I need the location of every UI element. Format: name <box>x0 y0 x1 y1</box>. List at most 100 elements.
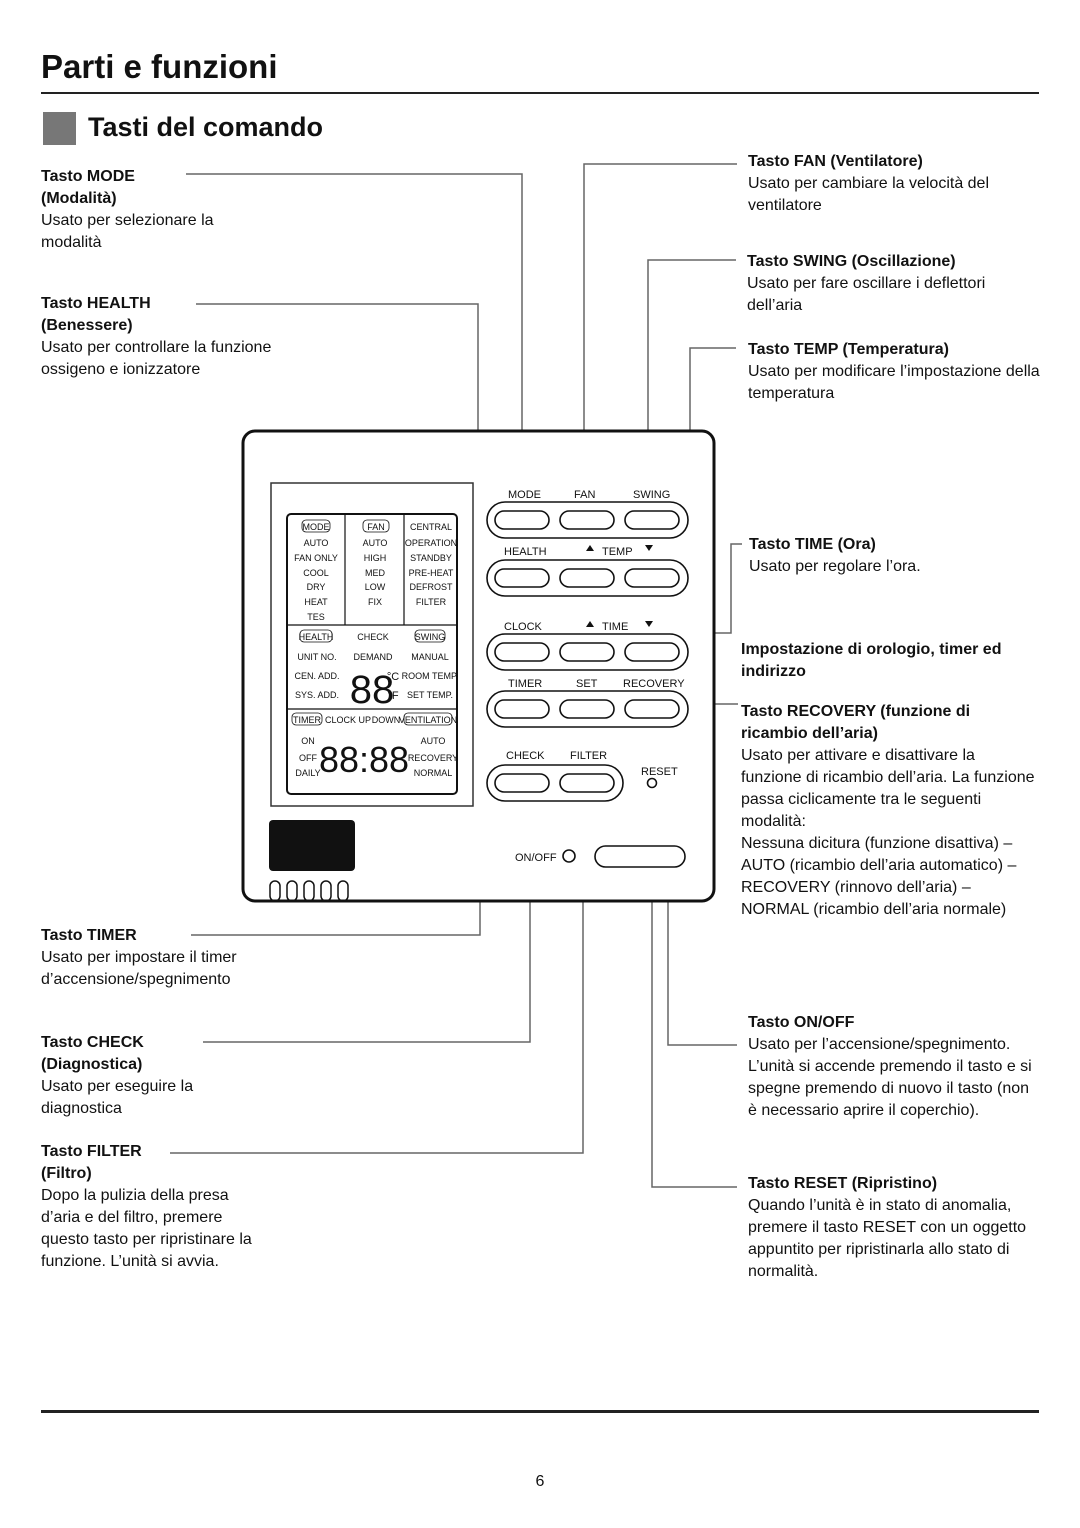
lcd-unit-f: °F <box>387 690 398 702</box>
lcd-text: STANDBY <box>410 553 452 563</box>
callout-title: Impostazione di orologio, timer ed indir… <box>741 641 1002 680</box>
lcd-text: COOL <box>303 568 329 578</box>
lcd-text: RECOVERY <box>408 753 458 763</box>
recovery-button[interactable] <box>624 699 680 719</box>
lcd-unit-c: °C <box>387 671 399 683</box>
lcd-text: CENTRAL <box>410 522 452 532</box>
lcd-text: SET TEMP. <box>407 690 453 700</box>
lcd-text: OFF <box>299 753 317 763</box>
callout-desc: Usato per modificare l’impostazione dell… <box>748 363 1040 402</box>
lcd-text: DEFROST <box>409 582 453 592</box>
label-temp: TEMP <box>602 546 633 558</box>
lcd-clock-digits: 88:88 <box>319 739 409 780</box>
lcd-text: AUTO <box>421 736 446 746</box>
temp-up-arrow-icon[interactable] <box>586 545 594 551</box>
callout-fan: Tasto FAN (Ventilatore) Usato per cambia… <box>748 151 1038 217</box>
label-swing: SWING <box>633 489 670 501</box>
label-timer: TIMER <box>508 678 542 690</box>
time-up-arrow-icon[interactable] <box>586 621 594 627</box>
callout-desc: Usato per l’accensione/spegnimento. L’un… <box>748 1036 1032 1119</box>
check-button[interactable] <box>494 773 550 793</box>
callout-onoff: Tasto ON/OFF Usato per l’accensione/speg… <box>748 1012 1040 1122</box>
footer-rule <box>41 1410 1039 1413</box>
callout-title: Tasto TEMP (Temperatura) <box>748 341 949 358</box>
page-number: 6 <box>535 1473 545 1490</box>
lcd-timer-label: TIMER <box>293 715 321 725</box>
fan-button[interactable] <box>559 510 615 530</box>
callout-title: Tasto SWING (Oscillazione) <box>747 253 956 270</box>
page-title: Parti e funzioni <box>41 48 278 85</box>
leader-reset <box>651 790 737 1188</box>
health-button[interactable] <box>494 568 550 588</box>
callout-desc: Usato per selezionare la modalità <box>41 212 214 251</box>
lcd-text: HEAT <box>304 597 328 607</box>
lcd-text: MANUAL <box>411 652 449 662</box>
temp-up-button[interactable] <box>559 568 615 588</box>
callout-filter: Tasto FILTER (Filtro) Dopo la pulizia de… <box>41 1141 266 1273</box>
lcd-mode-label: MODE <box>303 522 330 532</box>
time-up-button[interactable] <box>559 642 615 662</box>
reset-button[interactable] <box>646 777 658 789</box>
onoff-button[interactable] <box>594 845 686 868</box>
callout-mode: Tasto MODE (Modalità) Usato per selezion… <box>41 166 214 254</box>
callout-desc: Usato per attivare e disattivare la funz… <box>741 747 1035 830</box>
label-fan: FAN <box>574 489 595 501</box>
lcd-text: OPERATION <box>405 538 457 548</box>
filter-button[interactable] <box>559 773 615 793</box>
time-down-button[interactable] <box>624 642 680 662</box>
lcd-text: AUTO <box>304 538 329 548</box>
label-onoff: ON/OFF <box>515 852 557 864</box>
callout-health: Tasto HEALTH (Benessere) Usato per contr… <box>41 293 271 381</box>
section-marker <box>43 112 76 145</box>
temp-down-button[interactable] <box>624 568 680 588</box>
section-title: Tasti del comando <box>88 112 324 142</box>
lcd-text: TES <box>307 612 325 622</box>
lcd-text: FIX <box>368 597 382 607</box>
callout-desc: Usato per eseguire la diagnostica <box>41 1078 194 1117</box>
lcd-text: CHECK <box>357 632 389 642</box>
leader-filter <box>170 784 584 1154</box>
callout-title: Tasto FAN (Ventilatore) <box>748 153 923 170</box>
timer-button[interactable] <box>494 699 550 719</box>
leader-onoff <box>667 868 737 1046</box>
lcd-text: CLOCK UP <box>325 715 371 725</box>
title-rule <box>41 92 1039 94</box>
label-check: CHECK <box>506 750 545 762</box>
lcd-text: PRE-HEAT <box>409 568 454 578</box>
vent-slots <box>269 880 349 902</box>
callout-recovery: Tasto RECOVERY (funzione di ricambio del… <box>741 701 1039 921</box>
lcd-screen <box>286 513 458 795</box>
callout-desc: Usato per impostare il timer d’accension… <box>41 949 237 988</box>
clock-button[interactable] <box>494 642 550 662</box>
callout-title: Tasto RESET (Ripristino) <box>748 1175 938 1192</box>
label-clock: CLOCK <box>504 621 543 633</box>
lcd-health-label: HEALTH <box>299 632 334 642</box>
callout-title: Tasto FILTER (Filtro) <box>41 1143 142 1182</box>
lcd-text: ON <box>301 736 315 746</box>
lcd-text: MED <box>365 568 386 578</box>
temp-down-arrow-icon[interactable] <box>645 545 653 551</box>
set-button[interactable] <box>559 699 615 719</box>
callout-time: Tasto TIME (Ora) Usato per regolare l’or… <box>749 534 1039 578</box>
lcd-text: AUTO <box>363 538 388 548</box>
swing-button[interactable] <box>624 510 680 530</box>
lcd-text: FILTER <box>416 597 447 607</box>
callout-reset: Tasto RESET (Ripristino) Quando l’unità … <box>748 1173 1040 1283</box>
callout-clock-setting: Impostazione di orologio, timer ed indir… <box>741 639 1039 683</box>
lcd-text: SYS. ADD. <box>295 690 339 700</box>
mode-button[interactable] <box>494 510 550 530</box>
callout-title: Tasto ON/OFF <box>748 1014 855 1031</box>
lcd-temp-digits: 88 <box>350 668 395 712</box>
lcd-text: FAN ONLY <box>294 553 338 563</box>
time-down-arrow-icon[interactable] <box>645 621 653 627</box>
callout-title: Tasto RECOVERY (funzione di ricambio del… <box>741 703 971 742</box>
callout-check: Tasto CHECK (Diagnostica) Usato per eseg… <box>41 1032 256 1120</box>
lcd-text: HIGH <box>364 553 387 563</box>
leader-fan <box>583 163 737 520</box>
lcd-swing-label: SWING <box>415 632 446 642</box>
lcd-text: CEN. ADD. <box>294 671 339 681</box>
label-recovery: RECOVERY <box>623 678 685 690</box>
callout-title: Tasto HEALTH (Benessere) <box>41 295 151 334</box>
callout-timer: Tasto TIMER Usato per impostare il timer… <box>41 925 281 991</box>
